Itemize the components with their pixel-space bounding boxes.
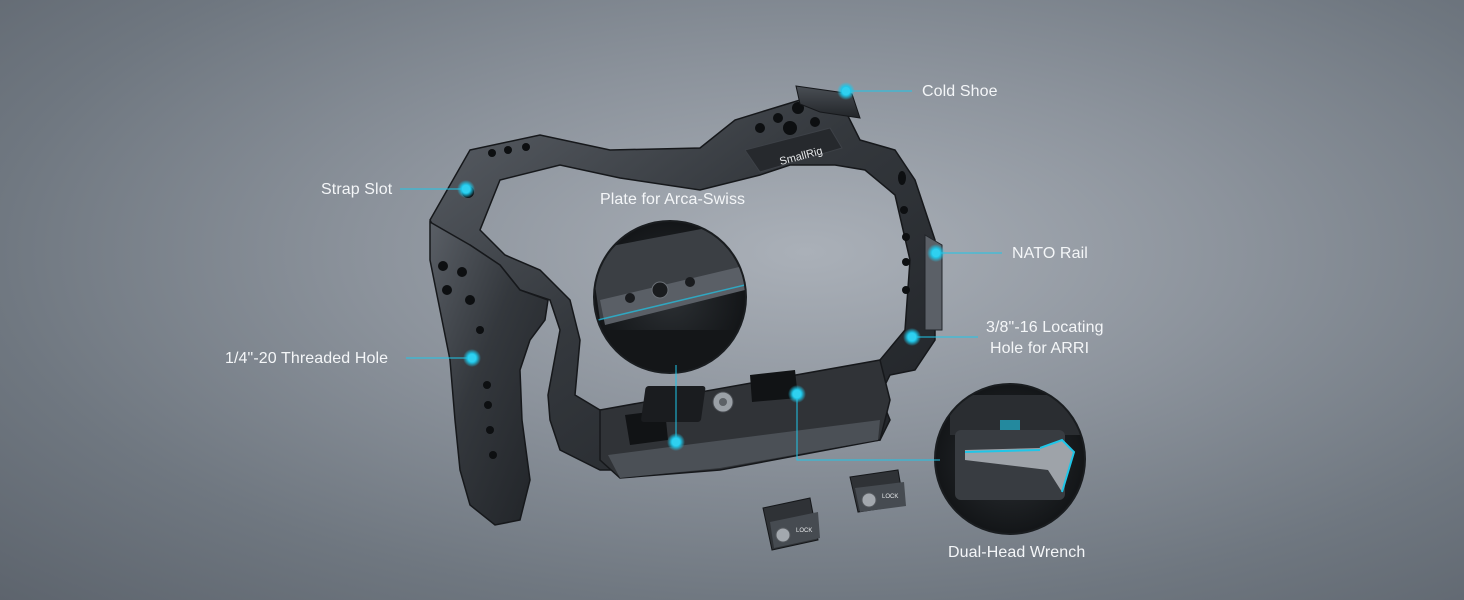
label-locating-hole: 3/8"-16 Locating Hole for ARRI — [986, 317, 1104, 359]
label-nato-rail: NATO Rail — [1012, 245, 1088, 262]
label-locating-hole-line2: Hole for ARRI — [990, 340, 1090, 357]
callout-dots — [457, 82, 945, 451]
side-holes — [898, 171, 910, 294]
label-locating-hole-line1: 3/8"-16 Locating — [986, 319, 1104, 336]
cold-shoe-dot — [837, 82, 855, 100]
label-arca-plate: Plate for Arca-Swiss — [600, 191, 746, 208]
lock-piece-2 — [849, 469, 906, 513]
arca-zoom-view — [593, 220, 747, 374]
wrench-dot — [788, 385, 806, 403]
label-strap-slot: Strap Slot — [321, 181, 393, 198]
wrench-zoom-view — [934, 383, 1086, 535]
lock-label-1: LOCK — [796, 528, 812, 534]
grip — [429, 220, 549, 526]
label-threaded-hole: 1/4"-20 Threaded Hole — [225, 350, 389, 367]
strap-slot-dot — [457, 180, 475, 198]
label-cold-shoe: Cold Shoe — [922, 83, 998, 100]
nato-rail-dot — [927, 244, 945, 262]
callout-lines — [400, 90, 1002, 461]
lock-piece-1 — [762, 497, 820, 551]
lock-label-2: LOCK — [882, 494, 898, 500]
base-plate-front — [608, 420, 880, 478]
top-holes — [488, 102, 820, 157]
threaded-hole-dot — [463, 349, 481, 367]
tripod-screw — [641, 386, 734, 422]
label-wrench: Dual-Head Wrench — [948, 544, 1086, 561]
arca-plate-dot — [667, 433, 685, 451]
logo-plate — [744, 127, 843, 173]
locating-hole-dot — [903, 328, 921, 346]
